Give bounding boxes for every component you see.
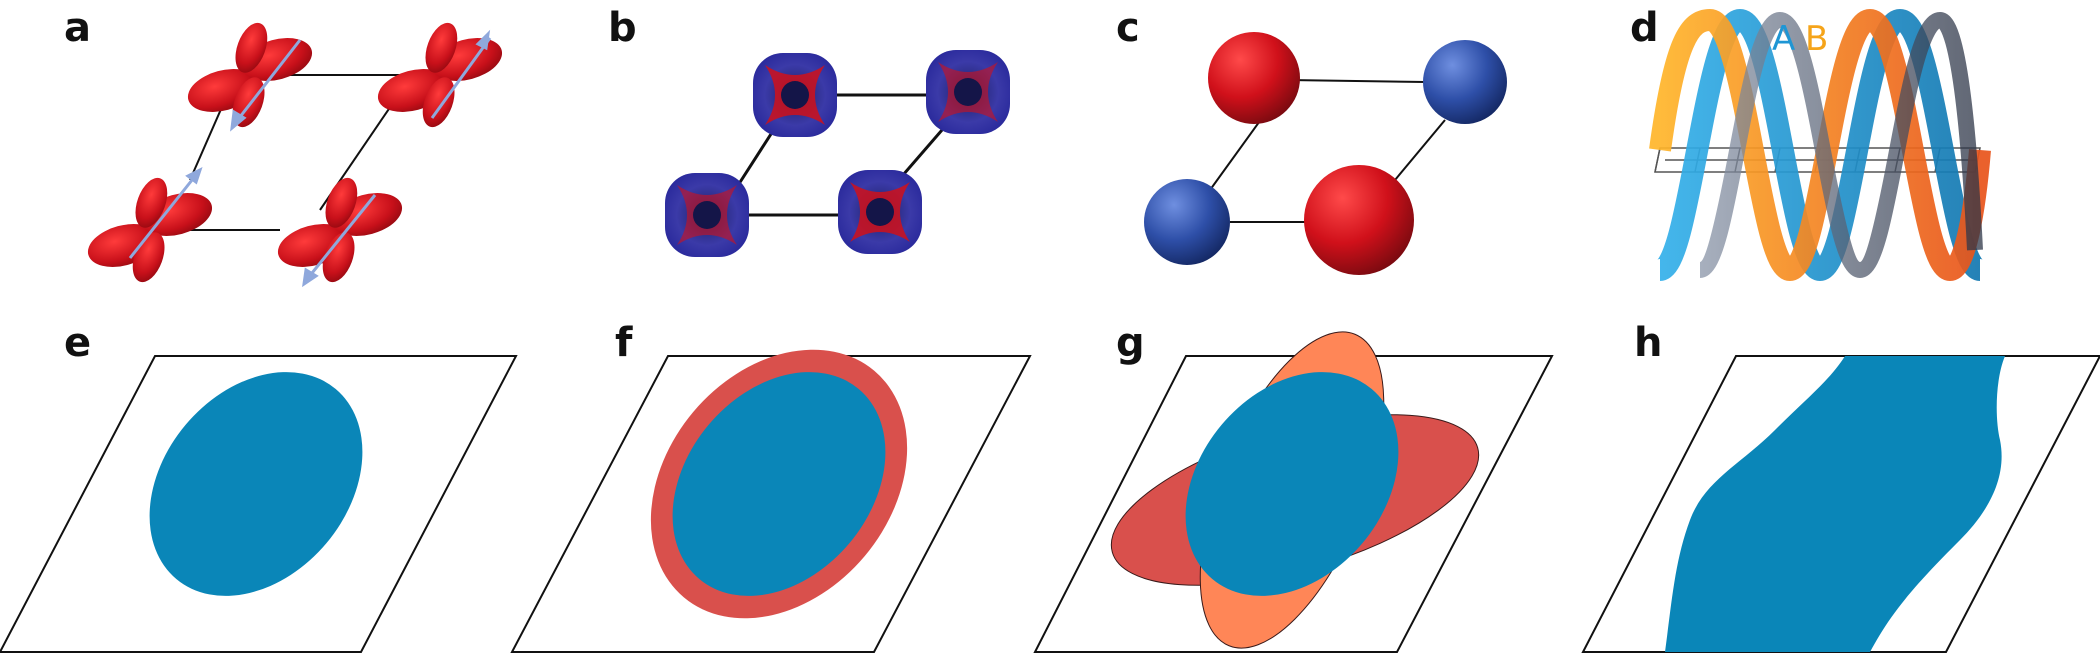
panel-label-e: e (64, 320, 92, 366)
arrow-head-icon (185, 167, 203, 185)
brillouin-zone (510, 355, 1032, 653)
arrow-head-icon (475, 29, 491, 51)
panel-h-fermi-surface (1581, 355, 2100, 653)
d-orbital (187, 22, 313, 128)
atom-red (1304, 165, 1414, 275)
spin-arrow-up (430, 37, 492, 119)
panel-label-h: h (1634, 320, 1663, 366)
panel-label-f: f (615, 320, 633, 366)
spin-arrow-up (128, 174, 198, 259)
panel-e-fermi-surface (0, 355, 518, 653)
d-orbital (277, 177, 403, 283)
spin-arrow-down (306, 194, 377, 279)
atom-red (1208, 32, 1300, 124)
d-orbital (87, 177, 213, 283)
panel-b-quadrupole-lattice (665, 50, 1010, 257)
panel-label-g: g (1116, 320, 1145, 366)
arrow-head-icon (230, 109, 247, 132)
atom-blue (1144, 179, 1230, 265)
quadrupole-orbital (926, 50, 1010, 134)
quadrupole-orbital (753, 53, 837, 137)
strand-shadow (1696, 11, 1983, 279)
panel-c-atom-lattice (1144, 32, 1507, 275)
brillouin-zone (1033, 355, 1554, 653)
fermi-pocket (1185, 372, 1399, 596)
fermi-pocket (149, 372, 363, 596)
panel-d-density-wave: A B (1649, 8, 1991, 282)
panel-label-d: d (1630, 5, 1659, 51)
panel-a-orbital-lattice (87, 22, 503, 288)
strand-label-a: A (1772, 19, 1795, 59)
panel-g-fermi-surface (1033, 331, 1554, 653)
atom-blue (1423, 40, 1507, 124)
panel-label-b: b (608, 5, 637, 51)
spin-arrows (128, 29, 492, 288)
panel-label-a: a (64, 5, 91, 51)
panel-f-fermi-surface (510, 349, 1032, 653)
fermi-pocket (672, 372, 886, 596)
panel-label-c: c (1116, 5, 1140, 51)
d-orbital (377, 22, 503, 128)
quadrupole-orbital (838, 170, 922, 254)
arrow-head-icon (302, 267, 319, 288)
strand-label-b: B (1805, 19, 1828, 59)
brillouin-zone (0, 355, 518, 653)
open-fermi-sheet (1665, 356, 2005, 652)
quadrupole-orbital (665, 173, 749, 257)
spin-arrow-down (234, 39, 302, 123)
strand-a (1655, 8, 1985, 282)
